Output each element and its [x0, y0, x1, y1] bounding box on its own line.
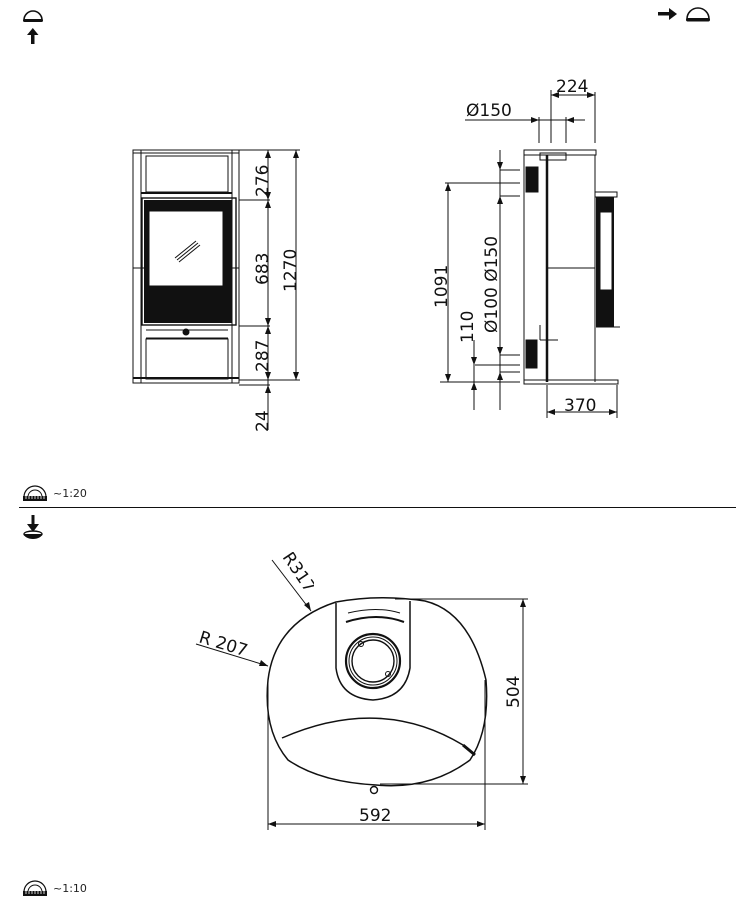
- top-view-icon: [20, 514, 46, 546]
- dim-door-text: 683: [253, 253, 273, 285]
- dim-top-panel: 276: [247, 152, 277, 200]
- scale-indicator-upper: ~1:20: [20, 484, 87, 502]
- dim-radius-large: R317: [274, 552, 314, 600]
- dim-radius-large-text: R317: [278, 552, 314, 596]
- dim-bottom-panel-text: 287: [253, 340, 273, 372]
- dim-door: 683: [247, 240, 277, 290]
- dim-flue-offset-text: 224: [556, 77, 588, 96]
- dim-depth-plan-text: 504: [504, 676, 524, 708]
- dim-depth-side-text: 370: [564, 396, 596, 415]
- dim-bottom-panel: 287: [247, 326, 277, 374]
- scale-upper-label: ~1:20: [53, 486, 87, 500]
- dim-width-plan-text: 592: [359, 806, 391, 825]
- dim-radius-small: R 207: [196, 624, 266, 664]
- dim-rear-flue-height: 1091: [428, 260, 452, 310]
- dim-base: 24: [247, 400, 277, 434]
- side-view-icon: [656, 2, 716, 26]
- dim-flue-top-diameter-text: Ø150: [466, 101, 512, 120]
- scale-indicator-lower: ~1:10: [20, 879, 87, 897]
- dim-air-inlet-height: 110: [454, 305, 478, 345]
- dim-radius-small-text: R 207: [197, 628, 250, 662]
- section-divider: [19, 507, 736, 508]
- ruler-protractor-icon: [23, 880, 47, 896]
- front-view-icon: [18, 4, 48, 44]
- dim-rear-flue-height-text: 1091: [432, 265, 452, 308]
- ruler-protractor-icon: [23, 485, 47, 501]
- dim-total-height: 1270: [275, 236, 305, 296]
- dim-depth-plan: 504: [500, 672, 524, 712]
- scale-lower-label: ~1:10: [53, 881, 87, 895]
- dim-total-height-text: 1270: [281, 249, 301, 292]
- dim-air-inlet-height-text: 110: [458, 311, 478, 343]
- dim-base-text: 24: [253, 410, 273, 432]
- dim-rear-flue-diameters-text: Ø100 Ø150: [482, 236, 502, 333]
- dim-rear-flue-diameters: Ø100 Ø150: [478, 218, 502, 336]
- dim-top-panel-text: 276: [253, 165, 273, 197]
